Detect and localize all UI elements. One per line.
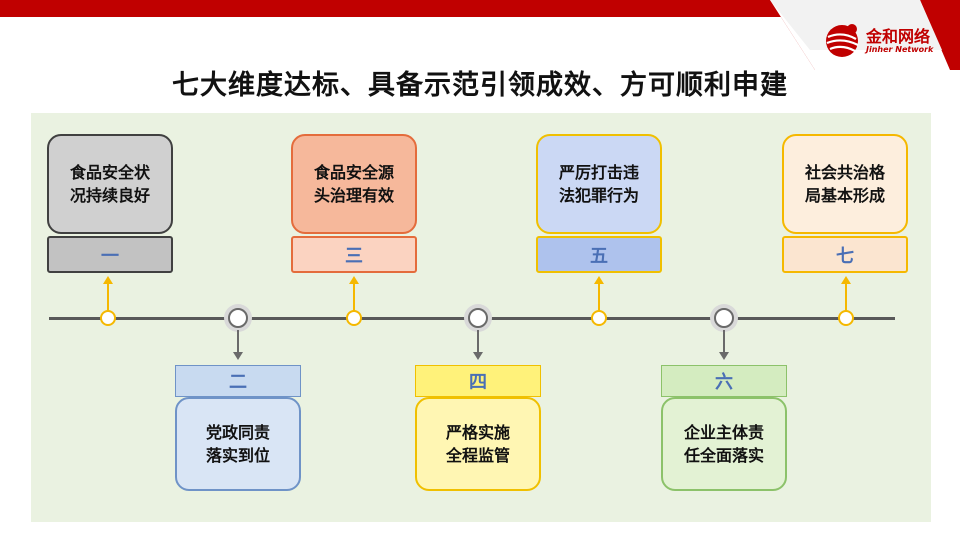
corner-decoration: [770, 0, 960, 70]
criterion-card: 严格实施 全程监管: [415, 397, 541, 491]
connector-line: [598, 283, 600, 312]
criterion-card: 食品安全状 况持续良好: [47, 134, 173, 234]
criterion-number: 五: [536, 236, 662, 273]
page-title: 七大维度达标、具备示范引领成效、方可顺利申建: [172, 70, 788, 101]
timeline-node: [468, 308, 488, 328]
brand-logo: 金和网络 Jinher Network: [822, 20, 934, 60]
criterion-card: 严厉打击违 法犯罪行为: [536, 134, 662, 234]
connector-arrow-down: [473, 352, 483, 360]
connector-line: [477, 330, 479, 354]
connector-arrow-down: [233, 352, 243, 360]
criterion-card: 企业主体责 任全面落实: [661, 397, 787, 491]
criterion-number: 四: [415, 365, 541, 397]
criterion-card: 食品安全源 头治理有效: [291, 134, 417, 234]
connector-line: [353, 283, 355, 312]
connector-line: [107, 283, 109, 312]
criterion-card: 党政同责 落实到位: [175, 397, 301, 491]
top-red-bar: [0, 0, 960, 17]
connector-arrow-up: [594, 276, 604, 284]
criterion-number: 七: [782, 236, 908, 273]
timeline-node: [838, 310, 854, 326]
connector-line: [237, 330, 239, 354]
connector-line: [845, 283, 847, 312]
connector-arrow-down: [719, 352, 729, 360]
connector-arrow-up: [841, 276, 851, 284]
brand-name-cn: 金和网络: [866, 27, 931, 46]
criterion-number: 一: [47, 236, 173, 273]
timeline-node: [714, 308, 734, 328]
criterion-number: 二: [175, 365, 301, 397]
connector-arrow-up: [103, 276, 113, 284]
brand-name-en: Jinher Network: [866, 45, 934, 54]
timeline-node: [100, 310, 116, 326]
connector-line: [723, 330, 725, 354]
criterion-number: 三: [291, 236, 417, 273]
criterion-number: 六: [661, 365, 787, 397]
connector-arrow-up: [349, 276, 359, 284]
timeline-node: [228, 308, 248, 328]
criterion-card: 社会共治格 局基本形成: [782, 134, 908, 234]
timeline-node: [591, 310, 607, 326]
timeline-node: [346, 310, 362, 326]
globe-icon: [826, 24, 859, 57]
